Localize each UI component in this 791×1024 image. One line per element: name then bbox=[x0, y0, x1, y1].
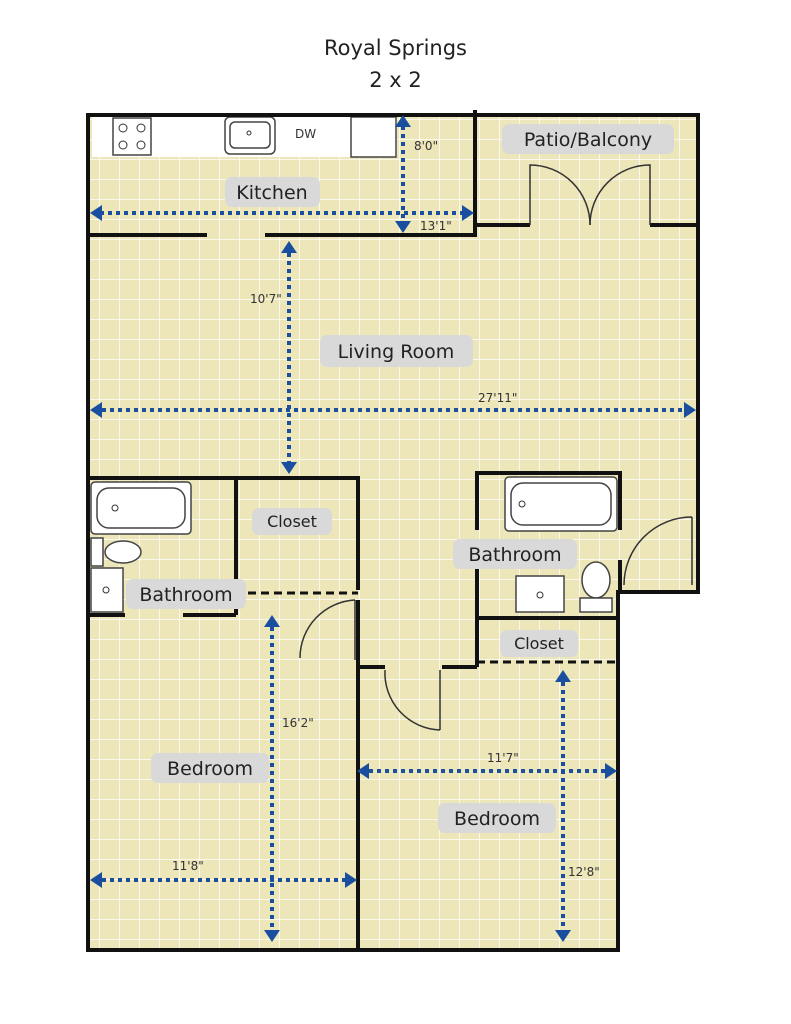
kitchen-width: 13'1" bbox=[420, 219, 452, 233]
kitchen-depth: 8'0" bbox=[414, 139, 438, 153]
living-depth: 10'7" bbox=[250, 292, 282, 306]
bathtub-right-icon bbox=[504, 476, 618, 532]
kitchen-sink-icon bbox=[224, 116, 276, 155]
room-label-bedroom-left: Bedroom bbox=[167, 758, 253, 780]
patio-doors[interactable] bbox=[529, 164, 651, 226]
plan-subtitle: 2 x 2 bbox=[369, 68, 422, 92]
room-label-kitchen: Kitchen bbox=[236, 182, 307, 204]
living-width: 27'11" bbox=[478, 391, 517, 405]
toilet-right-icon bbox=[579, 561, 613, 613]
entry-door[interactable] bbox=[623, 516, 693, 586]
stove-icon bbox=[112, 117, 152, 156]
plan-title: Royal Springs bbox=[323, 36, 467, 60]
room-label-closet-left: Closet bbox=[267, 512, 317, 531]
dimension-lines bbox=[90, 115, 696, 942]
bathtub-left-icon bbox=[90, 481, 192, 535]
toilet-left-icon bbox=[90, 537, 142, 567]
room-label-living-room: Living Room bbox=[338, 341, 455, 363]
room-label-bedroom-right: Bedroom bbox=[454, 808, 540, 830]
floor-area bbox=[88, 115, 698, 950]
refrigerator bbox=[350, 116, 397, 158]
dishwasher-label: DW bbox=[295, 127, 316, 141]
bedroom-right-door[interactable] bbox=[384, 669, 441, 731]
bedroom-left-width: 11'8" bbox=[172, 859, 204, 873]
walls bbox=[86, 110, 700, 952]
room-label-bathroom-right: Bathroom bbox=[468, 544, 561, 566]
sink-right-icon bbox=[515, 575, 565, 613]
room-label-closet-right: Closet bbox=[514, 634, 564, 653]
bedroom-right-width: 11'7" bbox=[487, 751, 519, 765]
room-label-bathroom-left: Bathroom bbox=[139, 584, 232, 606]
sink-left-icon bbox=[90, 567, 124, 613]
room-label-patio: Patio/Balcony bbox=[524, 129, 652, 151]
bedroom-left-depth: 16'2" bbox=[282, 716, 314, 730]
bedroom-right-depth: 12'8" bbox=[568, 865, 600, 879]
bedroom-left-door[interactable] bbox=[299, 599, 356, 660]
